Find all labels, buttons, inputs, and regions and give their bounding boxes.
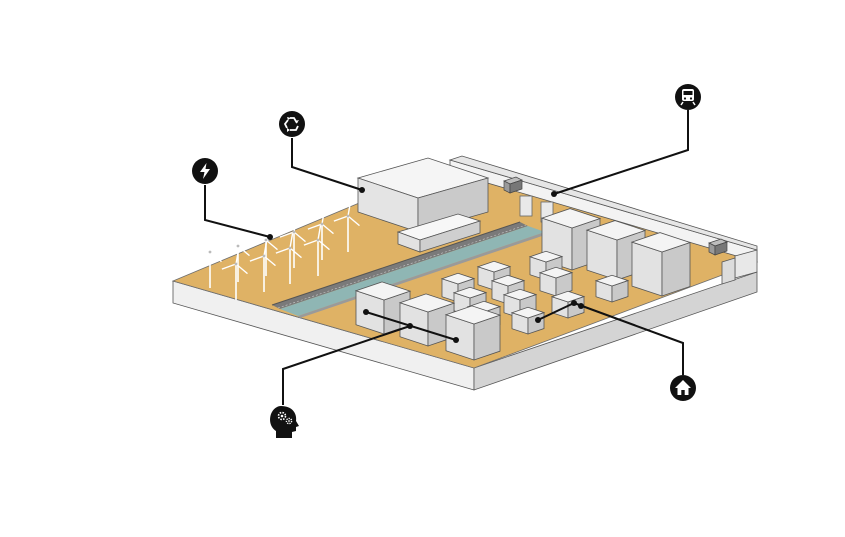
lightning-bolt-icon	[192, 158, 218, 184]
house-10	[550, 290, 586, 319]
wind-turbine-5	[307, 209, 334, 260]
house-11	[510, 306, 546, 335]
wind-turbine-7	[221, 249, 248, 300]
wind-turbine-10	[303, 225, 330, 276]
leader-transport	[553, 110, 689, 195]
wind-turbine-8	[249, 241, 276, 292]
house-6	[538, 266, 574, 297]
tower-3	[630, 232, 692, 297]
wind-turbine-4	[279, 217, 306, 268]
head-gears-icon	[270, 406, 299, 438]
wind-turbine-6	[333, 201, 360, 252]
canal-water	[280, 226, 545, 316]
block-3	[444, 305, 502, 361]
city-buildings	[354, 208, 692, 361]
recycle-icon	[279, 111, 305, 137]
slab-right-face	[473, 271, 758, 391]
leader-lines	[204, 110, 689, 405]
recycling-facility	[356, 157, 490, 253]
leader-knowledge	[282, 325, 411, 405]
wind-turbine-1	[195, 237, 222, 288]
wind-farm	[195, 201, 360, 300]
house-9	[594, 274, 630, 303]
house-icon	[670, 375, 696, 401]
elevated-viaduct	[448, 155, 758, 285]
train-icon	[675, 84, 701, 110]
leader-energy	[204, 185, 271, 238]
wind-turbine-9	[275, 233, 302, 284]
railway-track	[272, 222, 528, 309]
leader-recycling	[291, 138, 363, 191]
truck-1	[503, 176, 523, 194]
leader-housing	[573, 302, 684, 375]
truck-2	[708, 238, 728, 256]
